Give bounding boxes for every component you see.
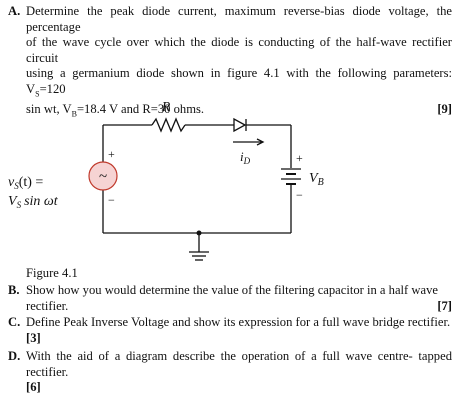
question-d: D. With the aid of a diagram describe th… <box>8 349 452 394</box>
ac-source-wave: ~ <box>99 169 107 185</box>
question-text: With the aid of a diagram describe the o… <box>26 349 452 396</box>
battery-label-sub: B <box>318 177 324 188</box>
question-a: A. Determine the peak diode current, max… <box>8 4 452 118</box>
question-letter: C. <box>8 315 21 329</box>
battery-label-main: V <box>309 171 319 186</box>
current-label: iD <box>240 149 251 166</box>
current-arrow <box>233 138 265 146</box>
source-plus: + <box>108 147 115 161</box>
question-b: B. Show how you would determine the valu… <box>8 283 452 315</box>
source-label-rest: (t) = <box>19 175 44 190</box>
marks-badge: [3] <box>26 330 41 345</box>
question-letter: A. <box>8 4 21 18</box>
question-line-text: using a germanium diode shown in figure … <box>26 66 452 96</box>
resistor-label: R <box>161 100 171 115</box>
question-letter: D. <box>8 349 21 363</box>
battery-plus: + <box>296 151 303 165</box>
question-line: Show how you would determine the value o… <box>26 283 438 297</box>
question-text: Show how you would determine the value o… <box>26 283 452 314</box>
source-minus: − <box>108 193 115 207</box>
question-text: Determine the peak diode current, maximu… <box>26 4 452 122</box>
question-line: With the aid of a diagram describe the o… <box>26 349 452 379</box>
source-label-sin: sin ωt <box>24 194 59 209</box>
vb-subscript: B <box>71 109 77 119</box>
figure-caption: Figure 4.1 <box>26 266 78 280</box>
source-label-v: v <box>8 175 15 190</box>
current-label-sub: D <box>243 156 251 166</box>
marks-line: [6] <box>26 380 452 396</box>
current-label-main: i <box>240 149 244 164</box>
vs-subscript: S <box>35 89 40 99</box>
question-line-text: =18.4 V and R=30 ohms. <box>76 101 205 116</box>
question-line: sin wt, VB=18.4 V and R=30 ohms. [9] <box>26 102 452 122</box>
source-label-sub: S <box>14 181 19 191</box>
resistor-symbol <box>151 117 186 133</box>
vs-value: =120 <box>39 81 66 96</box>
question-c: C. Define Peak Inverse Voltage and show … <box>8 315 452 347</box>
marks-badge: [9] <box>437 101 452 116</box>
battery-minus: − <box>296 188 303 202</box>
battery-symbol <box>281 168 301 185</box>
source-label-line1: vS(t) = <box>8 175 43 191</box>
ground-symbol <box>189 233 209 261</box>
source-label-vs: V <box>8 194 18 209</box>
source-label-vs-sub: S <box>17 200 22 210</box>
question-line-text: sin wt, V <box>26 101 72 116</box>
circuit-wires <box>102 117 301 261</box>
marks-line: [3] <box>26 331 452 347</box>
question-line: Define Peak Inverse Voltage and show its… <box>26 315 451 329</box>
battery-label: VB <box>309 171 324 188</box>
marks-badge: [7] <box>437 298 452 313</box>
question-text: Define Peak Inverse Voltage and show its… <box>26 315 452 346</box>
question-letter: B. <box>8 283 20 297</box>
question-line-text: rectifier. <box>26 298 69 313</box>
question-line: of the wave cycle over which the diode i… <box>26 35 452 65</box>
question-line: using a germanium diode shown in figure … <box>26 66 452 102</box>
marks-badge: [6] <box>26 380 41 394</box>
junction-dot <box>196 230 202 236</box>
ac-source-symbol <box>88 161 118 191</box>
question-line: Determine the peak diode current, maximu… <box>26 4 452 34</box>
diode-symbol <box>233 117 247 133</box>
question-line: rectifier. [7] <box>26 299 452 315</box>
